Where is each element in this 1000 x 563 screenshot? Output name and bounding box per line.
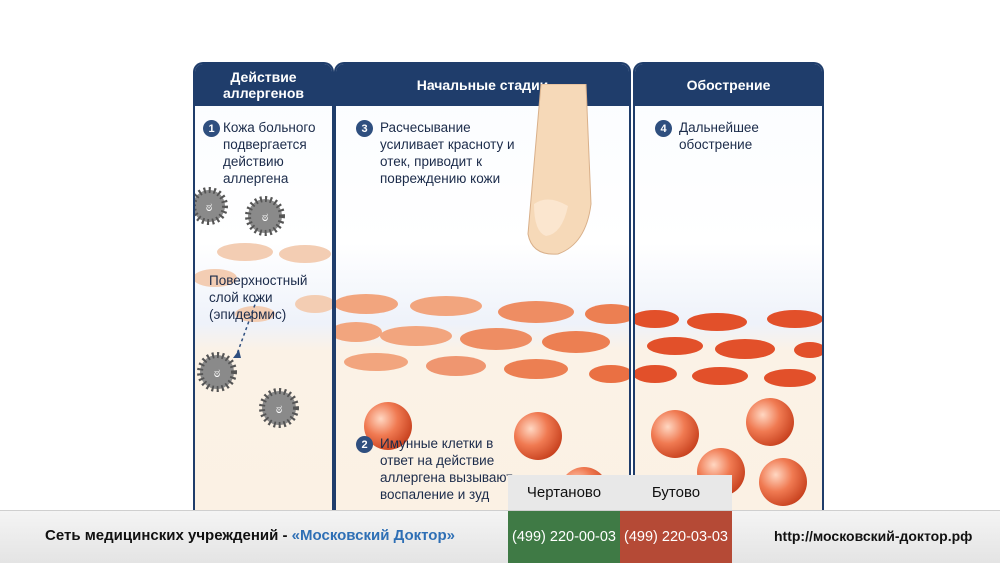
step-text: Кожа больного подвергается действию алле…: [223, 120, 316, 186]
brand-prefix: Сеть медицинских учреждений -: [45, 527, 292, 544]
svg-text:ಠ: ಠ: [214, 366, 220, 380]
immune-cell: [759, 458, 807, 506]
panel-exacerbation: Обострение 4 Дальнейшее обострение: [633, 62, 824, 512]
step-number: 3: [356, 120, 373, 137]
step-number: 2: [356, 436, 373, 453]
svg-text:ಠ: ಠ: [206, 200, 212, 214]
svg-text:ಠ: ಠ: [276, 402, 282, 416]
immune-cell: [364, 402, 412, 450]
phone-butovo: (499) 220-03-03: [620, 511, 732, 563]
website-url: http://московский-доктор.рф: [774, 528, 973, 544]
brand-text: Сеть медицинских учреждений - «Московски…: [45, 527, 455, 544]
immune-cell: [746, 398, 794, 446]
svg-text:ಠ: ಠ: [262, 210, 268, 224]
step-text: Имунные клетки в ответ на действие аллер…: [380, 436, 513, 502]
allergen-icon: ಠ: [259, 388, 299, 428]
step-text: Расчесывание усиливает красноту и отек, …: [380, 120, 515, 186]
allergen-particles: ಠ ಠ ಠ ಠ: [195, 187, 332, 428]
branch-name-butovo: Бутово: [651, 484, 701, 501]
branch-name-chertanovo: Чертаново: [526, 484, 602, 501]
panel-initial-stages: Начальные стадии 3 Расчесывание усиливае…: [334, 62, 631, 512]
brand-name: «Московский Доктор»: [291, 527, 455, 544]
step-number: 4: [655, 120, 672, 137]
allergen-icon: ಠ: [195, 187, 228, 225]
allergen-icon: ಠ: [245, 196, 285, 236]
panel-title: Обострение: [635, 64, 822, 106]
step-text: Дальнейшее обострение: [679, 120, 759, 152]
footer-bar: Сеть медицинских учреждений - «Московски…: [0, 510, 1000, 563]
skin-illustration: [635, 310, 822, 512]
panel-allergen-action: Действие аллергенов 1 Кожа больного подв…: [193, 62, 334, 512]
allergen-icon: ಠ: [197, 352, 237, 392]
branch-names: Чертаново Бутово: [508, 475, 732, 510]
immune-cell: [514, 412, 562, 460]
step-number: 1: [203, 120, 220, 137]
epidermis-label: Поверхностный слой кожи (эпидермис): [209, 273, 308, 322]
immune-cell: [651, 410, 699, 458]
finger-icon: [527, 84, 592, 255]
phone-chertanovo: (499) 220-00-03: [508, 511, 620, 563]
panel-title: Действие аллергенов: [195, 64, 332, 106]
